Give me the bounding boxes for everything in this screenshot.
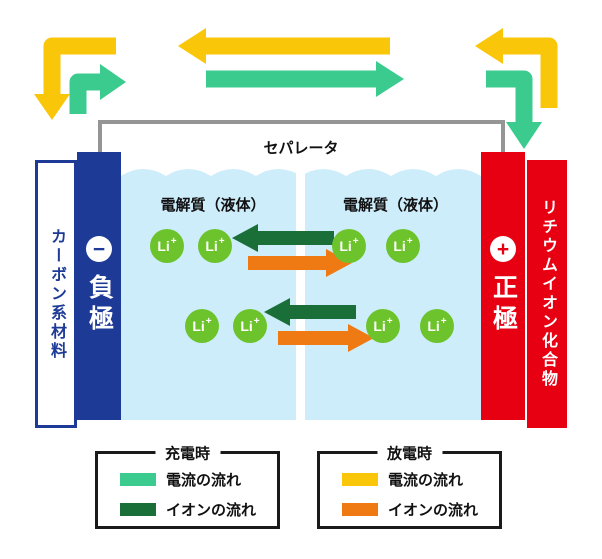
- discharge-ion-swatch: [342, 503, 378, 516]
- ion-charge-sign: +: [440, 316, 447, 327]
- electrolyte-label-left: 電解質（液体）: [160, 197, 266, 214]
- charge-ion-arrow-row2: [264, 298, 356, 326]
- lithium-ion: Li+: [185, 309, 219, 343]
- ion-charge-sign: +: [205, 316, 212, 327]
- discharge-current-label: 電流の流れ: [388, 472, 464, 489]
- ion-charge-sign: +: [406, 236, 413, 247]
- charge-ion-label: イオンの流れ: [166, 502, 257, 519]
- ion-text: Li: [393, 238, 406, 254]
- minus-sign: −: [92, 237, 106, 261]
- ion-charge-sign: +: [253, 316, 260, 327]
- discharge-current-arrow-right-head: [475, 28, 503, 64]
- negative-material-box: カーボン系材料: [35, 160, 77, 428]
- negative-material-label: カーボン系材料: [48, 227, 65, 361]
- negative-electrode-strip: − 負極: [77, 152, 121, 420]
- positive-material-label: リチウムイオン化合物: [539, 199, 556, 389]
- discharge-legend: 放電時 電流の流れ イオンの流れ: [317, 442, 502, 529]
- separator-bar: [296, 173, 305, 420]
- lithium-ion: Li+: [420, 309, 454, 343]
- lithium-ion: Li+: [366, 309, 400, 343]
- ion-text: Li: [427, 318, 440, 334]
- discharge-ion-label: イオンの流れ: [388, 502, 479, 519]
- lithium-ion: Li+: [150, 229, 184, 263]
- minus-icon: −: [86, 236, 112, 262]
- charge-ion-swatch: [120, 503, 156, 516]
- discharge-legend-title: 放電時: [376, 442, 443, 464]
- legend-row: 電流の流れ: [120, 469, 277, 490]
- ion-text: Li: [192, 318, 205, 334]
- legend-row: 電流の流れ: [342, 469, 499, 490]
- charge-legend-title: 充電時: [154, 442, 221, 464]
- charge-current-label: 電流の流れ: [166, 472, 242, 489]
- ion-charge-sign: +: [170, 236, 177, 247]
- ion-text: Li: [157, 238, 170, 254]
- discharge-current-arrow-center-head: [178, 28, 206, 64]
- charge-legend: 充電時 電流の流れ イオンの流れ: [95, 442, 280, 529]
- charge-current-arrow-left-shaft: [69, 73, 100, 114]
- discharge-current-arrow-left-head: [34, 94, 70, 120]
- legend-row: イオンの流れ: [342, 499, 499, 520]
- legend-row: イオンの流れ: [120, 499, 277, 520]
- separator-label: セパレータ: [263, 140, 339, 157]
- charge-current-arrow-left-head: [100, 64, 126, 100]
- discharge-ion-arrow-row1: [248, 249, 352, 277]
- charge-current-arrow-right-head: [506, 122, 542, 149]
- plus-icon: +: [490, 236, 516, 262]
- positive-electrode-label: 正極: [489, 274, 518, 336]
- charge-ion-arrow-row1: [232, 224, 334, 252]
- ion-text: Li: [205, 238, 218, 254]
- circuit-wire: [98, 120, 505, 154]
- charge-current-arrow-center-head: [376, 61, 404, 97]
- plus-sign: +: [496, 237, 510, 261]
- discharge-current-arrow-right-shaft: [503, 37, 558, 108]
- discharge-current-arrow-left-shaft: [43, 37, 116, 96]
- ion-text: Li: [339, 238, 352, 254]
- ion-charge-sign: +: [218, 236, 225, 247]
- ion-charge-sign: +: [352, 236, 359, 247]
- charge-current-swatch: [120, 473, 156, 486]
- lithium-ion: Li+: [386, 229, 420, 263]
- electrolyte-label-right: 電解質（液体）: [342, 197, 448, 214]
- positive-electrode-strip: + 正極: [481, 152, 525, 420]
- negative-electrode-label: 負極: [85, 274, 114, 336]
- discharge-current-swatch: [342, 473, 378, 486]
- positive-material-box: リチウムイオン化合物: [527, 160, 567, 428]
- charge-current-arrow-right-shaft: [486, 70, 533, 124]
- ion-text: Li: [240, 318, 253, 334]
- discharge-ion-arrow-row2: [278, 324, 374, 352]
- ion-text: Li: [373, 318, 386, 334]
- lithium-ion: Li+: [332, 229, 366, 263]
- lithium-ion: Li+: [198, 229, 232, 263]
- lithium-ion: Li+: [233, 309, 267, 343]
- ion-charge-sign: +: [386, 316, 393, 327]
